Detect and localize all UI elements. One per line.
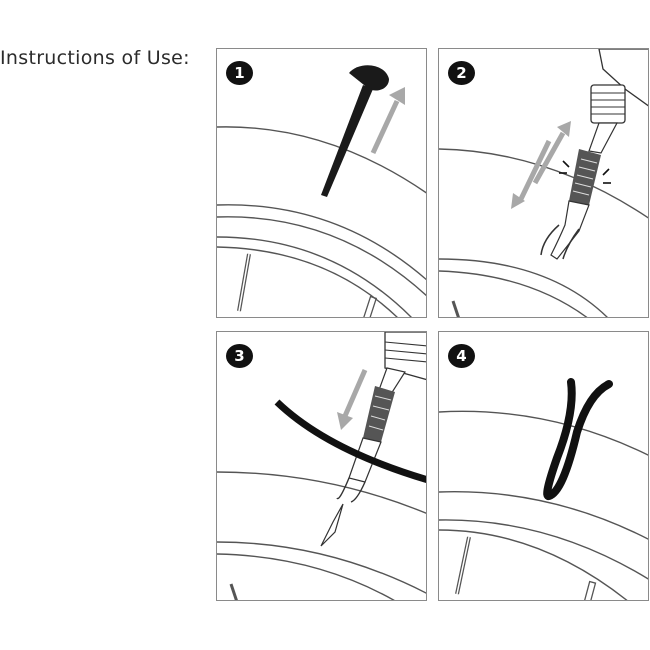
step-4-panel: 4 [438, 331, 649, 601]
tire-outline [217, 471, 426, 600]
spoke [451, 300, 460, 317]
spoke [229, 583, 238, 600]
spoke [455, 536, 597, 600]
instructions-title: Instructions of Use: [0, 47, 190, 69]
step-number: 4 [456, 347, 467, 365]
step-2-illustration [439, 49, 648, 317]
step-number: 2 [456, 64, 467, 82]
step-1-badge: 1 [226, 61, 253, 85]
step-1-illustration [217, 65, 426, 317]
step-number: 1 [234, 64, 245, 82]
spoke [237, 253, 378, 317]
insertion-tool-icon [320, 332, 426, 547]
repair-plug-icon [274, 399, 426, 484]
step-3-badge: 3 [226, 344, 253, 368]
tire-outline [439, 410, 648, 600]
step-4-badge: 4 [448, 344, 475, 368]
nail-icon [321, 65, 389, 197]
reamer-tool-icon [540, 49, 648, 260]
step-3-illustration [217, 332, 426, 600]
step-4-illustration [439, 378, 648, 600]
step-2-badge: 2 [448, 61, 475, 85]
tire-outline [439, 148, 648, 317]
arrow-icon [337, 369, 368, 430]
step-1-panel: 1 [216, 48, 427, 318]
arrow-icon [511, 121, 571, 209]
repair-plug-icon [543, 378, 613, 500]
step-3-panel: 3 [216, 331, 427, 601]
step-2-panel: 2 [438, 48, 649, 318]
tire-outline [217, 126, 426, 317]
arrow-icon [370, 87, 405, 155]
step-number: 3 [234, 347, 245, 365]
